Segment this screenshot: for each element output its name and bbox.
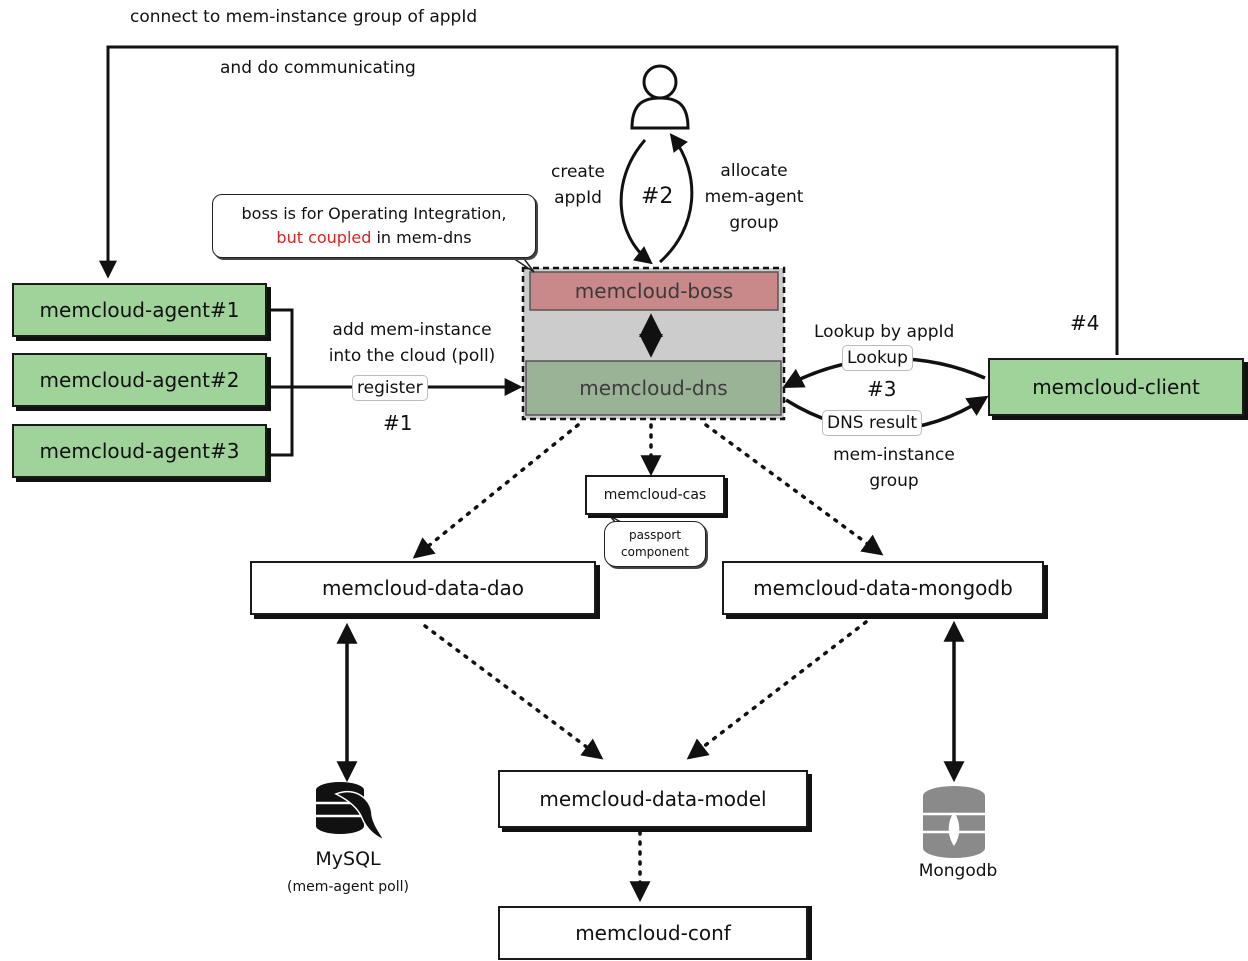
boss-bar xyxy=(529,271,779,311)
memcloud-dns-box[interactable]: memcloud-dns xyxy=(579,376,728,400)
database-icon xyxy=(923,786,985,858)
register-pill: register xyxy=(352,375,428,401)
passport-bubble: passport component xyxy=(604,521,706,567)
memcloud-data-model-box[interactable]: memcloud-data-model xyxy=(498,770,808,828)
top-note-line2: and do communicating xyxy=(220,58,416,78)
memcloud-client-box[interactable]: memcloud-client xyxy=(988,358,1244,416)
allocate-line3: group xyxy=(729,213,779,233)
boss-callout: boss is for Operating Integration, but c… xyxy=(212,194,536,258)
mysql-label: MySQL xyxy=(315,848,381,870)
add-line1: add mem-instance xyxy=(332,320,492,340)
dao-to-model-arrow xyxy=(423,624,604,760)
agent-bracket xyxy=(270,308,294,457)
step2-label: #2 xyxy=(641,184,674,209)
group-line1: mem-instance xyxy=(833,445,955,465)
callout-line2: but coupled in mem-dns xyxy=(213,226,535,250)
lookup-by-label: Lookup by appId xyxy=(814,322,955,342)
allocate-line1: allocate xyxy=(720,161,788,181)
dns-result-pill: DNS result xyxy=(822,410,923,436)
memcloud-conf-box[interactable]: memcloud-conf xyxy=(498,906,808,960)
dns-bar xyxy=(525,360,782,416)
step4-label: #4 xyxy=(1070,311,1100,335)
memcloud-data-dao-box[interactable]: memcloud-data-dao xyxy=(250,561,596,615)
allocate-line2: mem-agent xyxy=(704,187,804,207)
callout-red-text: but coupled xyxy=(276,228,372,247)
memcloud-agent-1-box[interactable]: memcloud-agent#1 xyxy=(12,283,267,337)
dns-to-mongodb-arrow xyxy=(704,423,884,556)
memcloud-boss-box[interactable]: memcloud-boss xyxy=(574,279,734,303)
group-line2: group xyxy=(869,471,919,491)
step1-label: #1 xyxy=(383,411,413,435)
top-note-line1: connect to mem-instance group of appId xyxy=(130,7,478,27)
user-icon xyxy=(630,64,690,130)
lookup-pill: Lookup xyxy=(842,345,913,371)
memcloud-agent-2-box[interactable]: memcloud-agent#2 xyxy=(12,353,267,407)
step3-label: #3 xyxy=(867,377,897,401)
mysql-dolphin-icon xyxy=(316,782,386,842)
add-instance-label: add mem-instance into the cloud (poll) xyxy=(310,317,514,369)
mongodb-db-label: Mongodb xyxy=(918,861,998,881)
allocate-group-arrow xyxy=(658,133,694,264)
callout-rest-text: in mem-dns xyxy=(371,228,472,247)
memcloud-cas-box[interactable]: memcloud-cas xyxy=(585,475,725,515)
passport-line1: passport xyxy=(628,528,682,542)
allocate-label: allocate mem-agent group xyxy=(693,158,815,236)
memcloud-data-mongodb-box[interactable]: memcloud-data-mongodb xyxy=(722,561,1044,615)
create-label-line2: appId xyxy=(554,188,602,208)
create-label-line1: create xyxy=(551,162,605,182)
passport-line2: component xyxy=(621,545,689,559)
create-label: create appId xyxy=(540,159,616,211)
create-appid-arrow xyxy=(619,139,653,265)
mysql-sub-label: (mem-agent poll) xyxy=(287,879,409,895)
memcloud-agent-3-box[interactable]: memcloud-agent#3 xyxy=(12,424,267,478)
dns-to-dao-arrow xyxy=(412,423,580,559)
connect-arrow xyxy=(99,45,1119,355)
mongodb-to-model-arrow xyxy=(686,620,868,760)
group-label: mem-instance group xyxy=(814,442,974,494)
callout-line1: boss is for Operating Integration, xyxy=(241,204,507,223)
add-line2: into the cloud (poll) xyxy=(328,346,496,366)
